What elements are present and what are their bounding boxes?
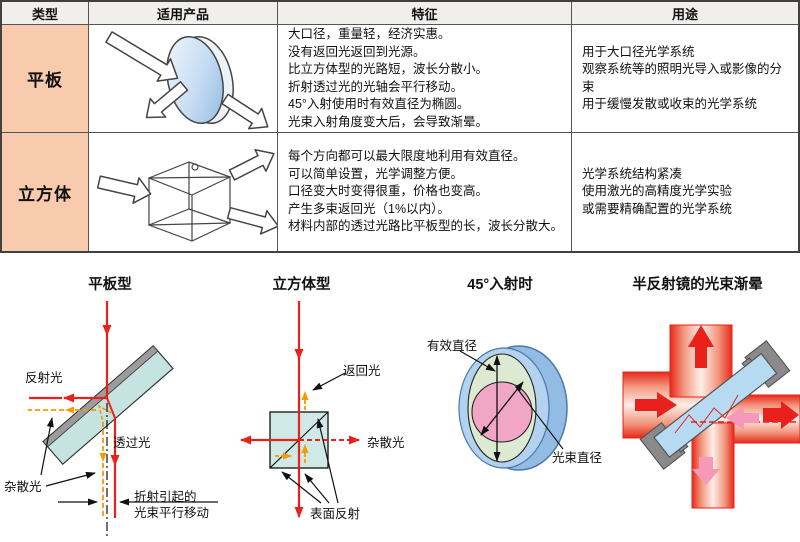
disc-face — [166, 35, 224, 125]
cube-diagram-title: 立方体型 — [272, 277, 331, 293]
plate-diagram-title: 平板型 — [88, 277, 132, 293]
input-arrow-icon — [635, 392, 677, 418]
cube-product-illustration — [96, 149, 277, 242]
feature-line: 材料内部的透过光路比平板型的长，波长分散大。 — [288, 219, 564, 234]
label-beam-diameter: 光束直径 — [552, 451, 603, 465]
stray-pointer-2 — [45, 471, 96, 487]
feature-line: 光束入射角度变大后，会导致渐晕。 — [288, 114, 489, 129]
output-arrow-up-icon — [228, 149, 275, 181]
feature-line: 每个方向都可以最大限度地利用有效直径。 — [288, 149, 526, 164]
cube-diagram-svg — [240, 301, 360, 518]
incidence-45-svg — [458, 345, 568, 471]
return-pointer — [312, 372, 346, 391]
header-product: 适用产品 — [89, 2, 278, 25]
vignetting-svg — [622, 324, 800, 509]
incident-arrow-icon — [96, 175, 152, 204]
type-cell-plate: 平板 — [2, 25, 89, 133]
uses-cell-cube: 光学系统结构紧凑 使用激光的高精度光学实验 或需要精确配置的光学系统 — [572, 133, 798, 251]
glass-plate — [42, 344, 174, 466]
up-arrow-icon — [688, 325, 714, 368]
use-line: 光学系统结构紧凑 — [582, 166, 683, 181]
internal-reflection-zigzag — [674, 394, 739, 434]
header-type: 类型 — [2, 2, 89, 25]
plate-diagram-svg — [28, 301, 218, 539]
use-line: 观察系统等的照明光导入或影像的分束 — [582, 62, 783, 94]
label-stray-light: 杂散光 — [367, 436, 405, 450]
plate-type-diagram: 平板型 反射光 透过光 杂散光 折射引起的 光束平行移动 — [0, 265, 220, 542]
output-right-arrow-icon — [763, 401, 799, 429]
feature-line: 产生多束返回光（1%以内）。 — [288, 201, 450, 216]
header-features: 特征 — [278, 2, 572, 25]
beam-diameter-circle — [471, 381, 533, 443]
incident-arrow-icon — [105, 31, 179, 82]
feature-line: 可以简单设置，光学调整方便。 — [288, 166, 464, 181]
feature-line: 比立方体型的光路短，波长分散小。 — [288, 62, 489, 76]
label-reflected-light: 反射光 — [25, 371, 63, 385]
label-stray-light: 杂散光 — [4, 480, 42, 494]
product-cell-cube — [89, 133, 278, 251]
beamsplitter-spec-table: 类型 适用产品 特征 用途 平板 — [0, 0, 800, 253]
header-uses: 用途 — [572, 2, 798, 25]
features-cell-plate: 大口径，重量轻，经济实惠。 没有返回光返回到光源。 比立方体型的光路短，波长分散… — [278, 25, 572, 133]
surface-pointer-2 — [304, 473, 330, 504]
plate-product-illustration — [105, 31, 269, 130]
feature-line: 45°入射使用时有效直径为椭圆。 — [288, 97, 470, 111]
label-surface-reflection: 表面反射 — [310, 507, 361, 521]
pink-left-arrow-icon — [726, 406, 759, 430]
features-cell-cube: 每个方向都可以最大限度地利用有效直径。 可以简单设置，光学调整方便。 口径变大时… — [278, 133, 572, 251]
surface-pointer-1 — [281, 471, 322, 504]
vignetting-diagram: 半反射镜的光束渐晕 — [595, 265, 800, 542]
beam-diameter-arrow — [480, 381, 524, 436]
feature-line: 折射透过光的光轴会平行移动。 — [288, 79, 464, 94]
diagram-strip: 平板型 反射光 透过光 杂散光 折射引起的 光束平行移动 — [0, 265, 800, 542]
cube-type-diagram: 立方体型 返回光 杂散光 表面反射 — [225, 265, 410, 542]
product-cell-plate — [89, 25, 278, 133]
effective-leader — [459, 350, 496, 372]
label-return-light: 返回光 — [343, 364, 381, 378]
use-line: 或需要精确配置的光学系统 — [582, 201, 733, 216]
label-shift-line1: 折射引起的 — [134, 490, 197, 504]
feature-line: 没有返回光返回到光源。 — [288, 44, 426, 59]
internal-stray-path — [97, 404, 112, 423]
pink-down-arrow-icon — [692, 457, 720, 485]
beam-leader — [515, 386, 564, 450]
feature-line: 口径变大时变得很重，价格也变高。 — [288, 184, 489, 199]
incidence-45-diagram: 45°入射时 有效直径 光束直径 — [405, 265, 602, 542]
feature-line: 大口径，重量轻，经济实惠。 — [288, 27, 451, 41]
use-line: 用于缓慢发散或收束的光学系统 — [582, 97, 758, 111]
label-transmitted-light: 透过光 — [113, 436, 151, 450]
label-shift-line2: 光束平行移动 — [134, 506, 210, 520]
incidence-45-title: 45°入射时 — [467, 277, 533, 293]
use-line: 用于大口径光学系统 — [582, 44, 695, 59]
output-arrow-down-icon — [226, 206, 277, 235]
half-mirror-plate — [639, 340, 791, 470]
label-effective-diameter: 有效直径 — [427, 339, 478, 353]
cube-wireframe — [147, 161, 232, 242]
type-cell-cube: 立方体 — [2, 133, 89, 251]
uses-cell-plate: 用于大口径光学系统 观察系统等的照明光导入或影像的分束 用于缓慢发散或收束的光学… — [572, 25, 798, 133]
stray-pointer-1 — [40, 417, 54, 476]
reflected-arrow-icon — [145, 81, 189, 119]
vignetting-title: 半反射镜的光束渐晕 — [632, 277, 763, 293]
transmitted-arrow-icon — [221, 93, 269, 130]
surface-pointer-3 — [316, 418, 339, 504]
refracted-segment — [106, 397, 116, 419]
use-line: 使用激光的高精度光学实验 — [582, 184, 733, 199]
